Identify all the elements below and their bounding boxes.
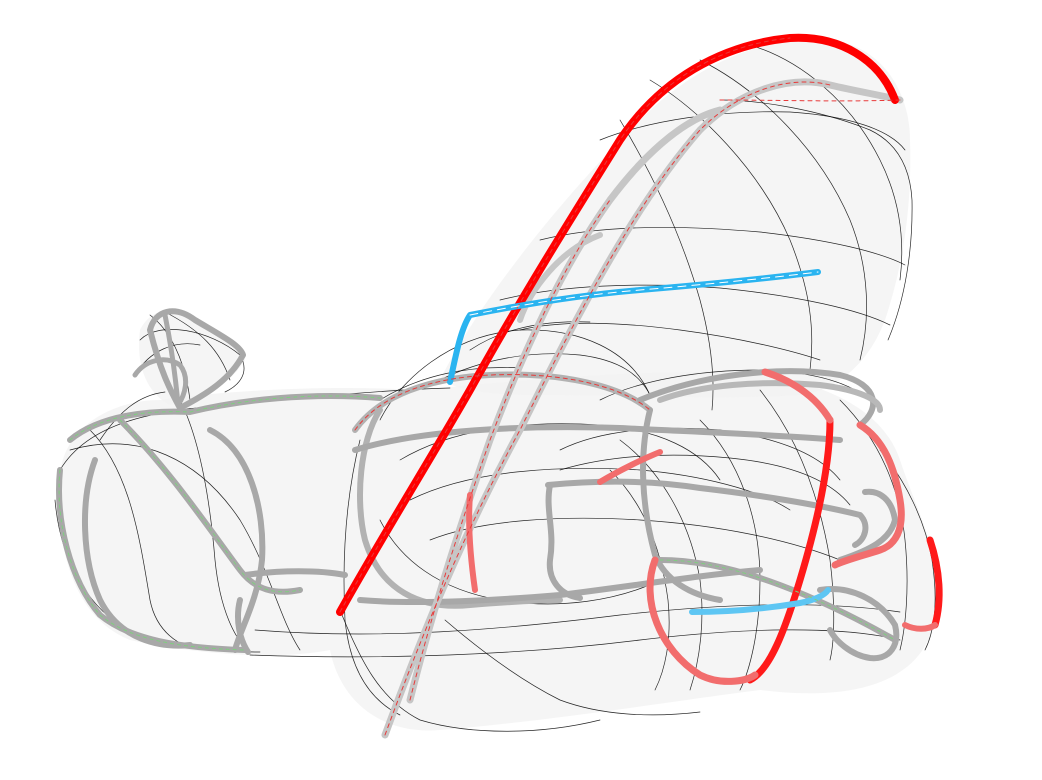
- thin-line: [749, 44, 903, 281]
- gray-stroke-right-foot: [817, 586, 900, 662]
- dash-red-guide: [719, 99, 901, 102]
- dash-green-guide: [119, 419, 301, 593]
- thin-line: [409, 467, 791, 511]
- red-stroke-bottom-loop: [646, 556, 759, 685]
- thin-line: [139, 329, 245, 393]
- gray-stroke-back-ring: [81, 457, 193, 649]
- dash-red-guide: [339, 37, 791, 613]
- thin-line: [339, 609, 601, 732]
- thin-line: [444, 619, 701, 716]
- red-stroke-right-vertical: [746, 416, 834, 684]
- gray-stroke-neck-left: [235, 597, 251, 655]
- gray-stroke-neck: [242, 568, 348, 578]
- gray-stroke-head-back: [406, 106, 724, 704]
- thin-line: [719, 99, 913, 341]
- red-stroke-pink-mid: [597, 449, 663, 485]
- thin-line: [699, 419, 761, 691]
- dash-green-guide: [58, 469, 246, 651]
- thin-line: [599, 111, 906, 151]
- gray-stroke-head-mid: [517, 232, 603, 323]
- dashed-guide-lines: [58, 37, 901, 736]
- dash-white-guide: [469, 271, 819, 316]
- red-stroke-right-top: [761, 368, 834, 424]
- surface-patch-body: [59, 371, 938, 731]
- dash-green-guide: [69, 395, 381, 441]
- gray-stroke-mid-band: [352, 424, 843, 453]
- gray-stroke-head-right: [657, 380, 883, 413]
- gray-stroke-front-notch: [545, 478, 869, 548]
- thin-line: [99, 391, 166, 441]
- thin-line: [609, 469, 670, 691]
- gray-stroke-mid-ring: [357, 407, 563, 609]
- thin-line: [519, 322, 821, 361]
- red-stroke-pink-right-bottom: [902, 622, 938, 632]
- thin-line: [539, 227, 906, 266]
- gray-stroke-back-ring2: [207, 427, 266, 653]
- thin-line: [439, 353, 651, 396]
- surface-patch-head: [440, 39, 911, 398]
- gray-stroke-right-foot2: [837, 488, 898, 563]
- thin-line: [179, 399, 251, 653]
- red-stroke-far-right-pink: [831, 421, 905, 569]
- thin-line: [343, 439, 401, 716]
- red-stroke-short-mid: [466, 492, 478, 593]
- thin-line: [164, 311, 231, 381]
- thin-line: [89, 429, 191, 649]
- dash-green-guide: [659, 559, 896, 641]
- gray-stroke-ring-right2: [640, 407, 723, 603]
- red-stroke-far-right: [926, 536, 943, 629]
- thin-line: [254, 604, 901, 635]
- gray-stroke-front-base: [545, 482, 583, 601]
- gray-stroke-ring-right: [637, 368, 877, 428]
- blue-stroke-bottom: [689, 587, 831, 615]
- thin-line: [619, 439, 703, 691]
- thin-line: [379, 367, 521, 401]
- thin-line: [69, 443, 301, 651]
- thin-line: [249, 629, 901, 658]
- dash-red-guide: [409, 199, 611, 701]
- gray-stroke-tail-inner: [132, 357, 189, 408]
- gray-outline-strokes: [56, 78, 904, 739]
- gray-stroke-tail-loop: [162, 312, 181, 408]
- dash-red-guide: [354, 374, 651, 431]
- thin-line: [649, 79, 813, 371]
- gray-stroke-mid-band2: [357, 567, 763, 606]
- gray-stroke-tail: [147, 308, 246, 411]
- thin-line: [429, 517, 841, 561]
- dash-red-guide: [384, 81, 831, 736]
